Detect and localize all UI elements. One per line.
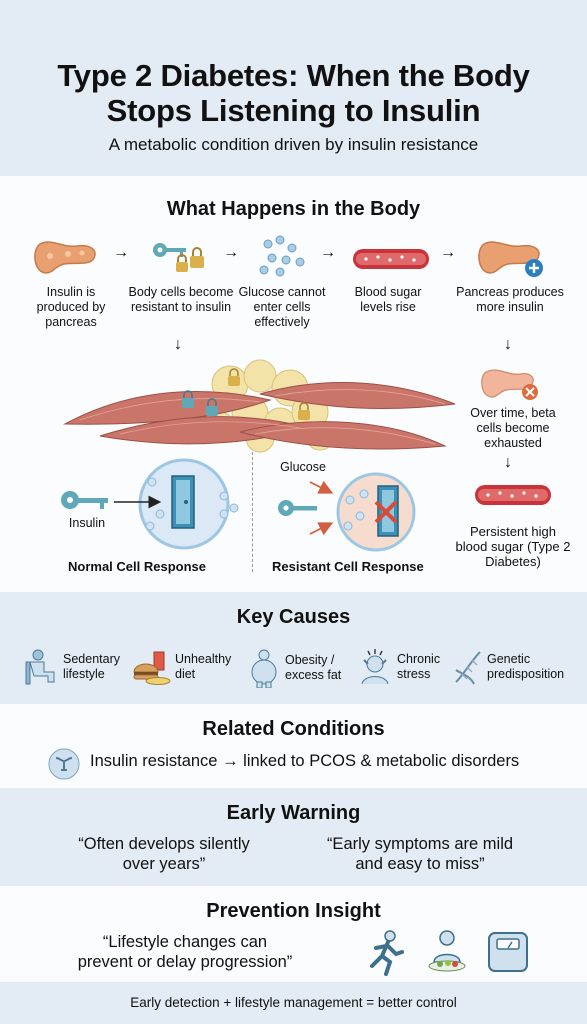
- section-title-body: What Happens in the Body: [166, 198, 421, 220]
- arrow-down-icon: ↓: [504, 454, 512, 471]
- warning-quote-2: “Early symptoms are mild and easy to mis…: [300, 834, 540, 874]
- section-title-causes: Key Causes: [236, 606, 351, 628]
- dashed-divider: [252, 452, 253, 572]
- cause-label: Genetic: [487, 652, 531, 666]
- related-section: Related Conditions Insulin resistance → …: [0, 704, 587, 788]
- quote-line: over years”: [122, 855, 206, 873]
- section-title-warning: Early Warning: [226, 802, 361, 824]
- glucose-label: Glucose: [280, 460, 326, 474]
- healthy-food-icon: [428, 930, 466, 972]
- cause-label: Sedentary: [63, 652, 120, 666]
- header-band: Type 2 Diabetes: When the Body Stops Lis…: [0, 0, 587, 176]
- arrow-right-icon: →: [320, 244, 336, 261]
- cause-label: Chronic: [397, 652, 441, 666]
- prevention-section: Prevention Insight “Lifestyle changes ca…: [0, 886, 587, 982]
- cause-item-obesity: Obesity /excess fat: [246, 648, 341, 688]
- body-section: What Happens in the Body → → →: [0, 176, 587, 592]
- section-title-prevention: Prevention Insight: [206, 900, 381, 922]
- step-label-insulin: Insulin is produced by pancreas: [36, 285, 106, 329]
- step-label-pancreas: Pancreas produces more insulin: [456, 285, 564, 314]
- cause-label: diet: [175, 667, 196, 681]
- pancreas-exhausted-icon: [481, 369, 538, 400]
- title-line-1: Type 2 Diabetes: When the Body: [57, 58, 530, 93]
- body-icon: [251, 649, 277, 688]
- fast-food-icon: [133, 651, 171, 685]
- cause-label: predisposition: [487, 667, 565, 681]
- uterus-icon: [48, 748, 80, 780]
- step-label-resistant: Body cells become resistant to insulin: [128, 285, 234, 314]
- blood-vessel-icon: [475, 485, 551, 505]
- cause-label: Unhealthy: [175, 652, 232, 666]
- cause-label: stress: [397, 667, 431, 681]
- side-label-persistent-high: Persistent high blood sugar (Type 2 Diab…: [455, 524, 571, 569]
- stress-icon: [361, 649, 389, 685]
- side-label-beta-cells: Over time, beta cells become exhausted: [470, 406, 556, 450]
- quote-line: and easy to miss”: [355, 855, 485, 873]
- prevention-quote: “Lifestyle changes can prevent or delay …: [50, 932, 320, 972]
- step-label-glucose: Glucose cannot enter cells effectively: [238, 285, 326, 329]
- warning-section: Early Warning “Often develops silently o…: [0, 788, 587, 886]
- blood-vessel-icon: [353, 249, 429, 269]
- section-title-related: Related Conditions: [202, 718, 385, 740]
- key-lock-icon: [153, 243, 204, 272]
- cause-label: excess fat: [285, 668, 342, 682]
- resistant-cell-illustration: [278, 472, 416, 552]
- cause-label: lifestyle: [63, 667, 105, 681]
- footer-text: Early detection + lifestyle management =…: [130, 995, 457, 1010]
- warning-quote-1: “Often develops silently over years”: [44, 834, 284, 874]
- page-subtitle: A metabolic condition driven by insulin …: [108, 135, 479, 154]
- normal-cell-caption: Normal Cell Response: [68, 559, 206, 574]
- insulin-key-icon: [61, 491, 108, 509]
- cause-label: Obesity /: [285, 653, 335, 667]
- quote-line: prevent or delay progression”: [77, 953, 293, 971]
- sitting-person-icon: [25, 649, 55, 685]
- step-label-blood-sugar: Blood sugar levels rise: [354, 285, 422, 314]
- quote-line: “Early symptoms are mild: [326, 835, 514, 853]
- muscle-tissue-illustration: [63, 359, 456, 453]
- running-icon: [370, 930, 404, 976]
- title-line-2: Stops Listening to Insulin: [106, 93, 481, 128]
- arrow-down-icon: ↓: [174, 336, 182, 353]
- insulin-label: Insulin: [68, 516, 106, 530]
- resistant-cell-caption: Resistant Cell Response: [272, 559, 424, 574]
- quote-line: “Lifestyle changes can: [102, 933, 268, 951]
- arrow-right-icon: →: [113, 244, 129, 261]
- normal-cell-illustration: [61, 458, 239, 550]
- glucose-molecules-icon: [259, 235, 305, 277]
- arrow-right-icon: →: [440, 244, 456, 261]
- pancreas-icon: [34, 241, 96, 274]
- pancreas-plus-icon: [478, 241, 543, 277]
- related-text: Insulin resistance → linked to PCOS & me…: [90, 752, 520, 770]
- scale-icon: [488, 932, 528, 972]
- dna-icon: [455, 651, 481, 685]
- quote-line: “Often develops silently: [78, 835, 250, 853]
- arrow-right-icon: →: [223, 244, 239, 261]
- arrow-down-icon: ↓: [504, 336, 512, 353]
- footer-band: Early detection + lifestyle management =…: [0, 982, 587, 1024]
- page-title: Type 2 Diabetes: When the Body Stops Lis…: [0, 0, 587, 128]
